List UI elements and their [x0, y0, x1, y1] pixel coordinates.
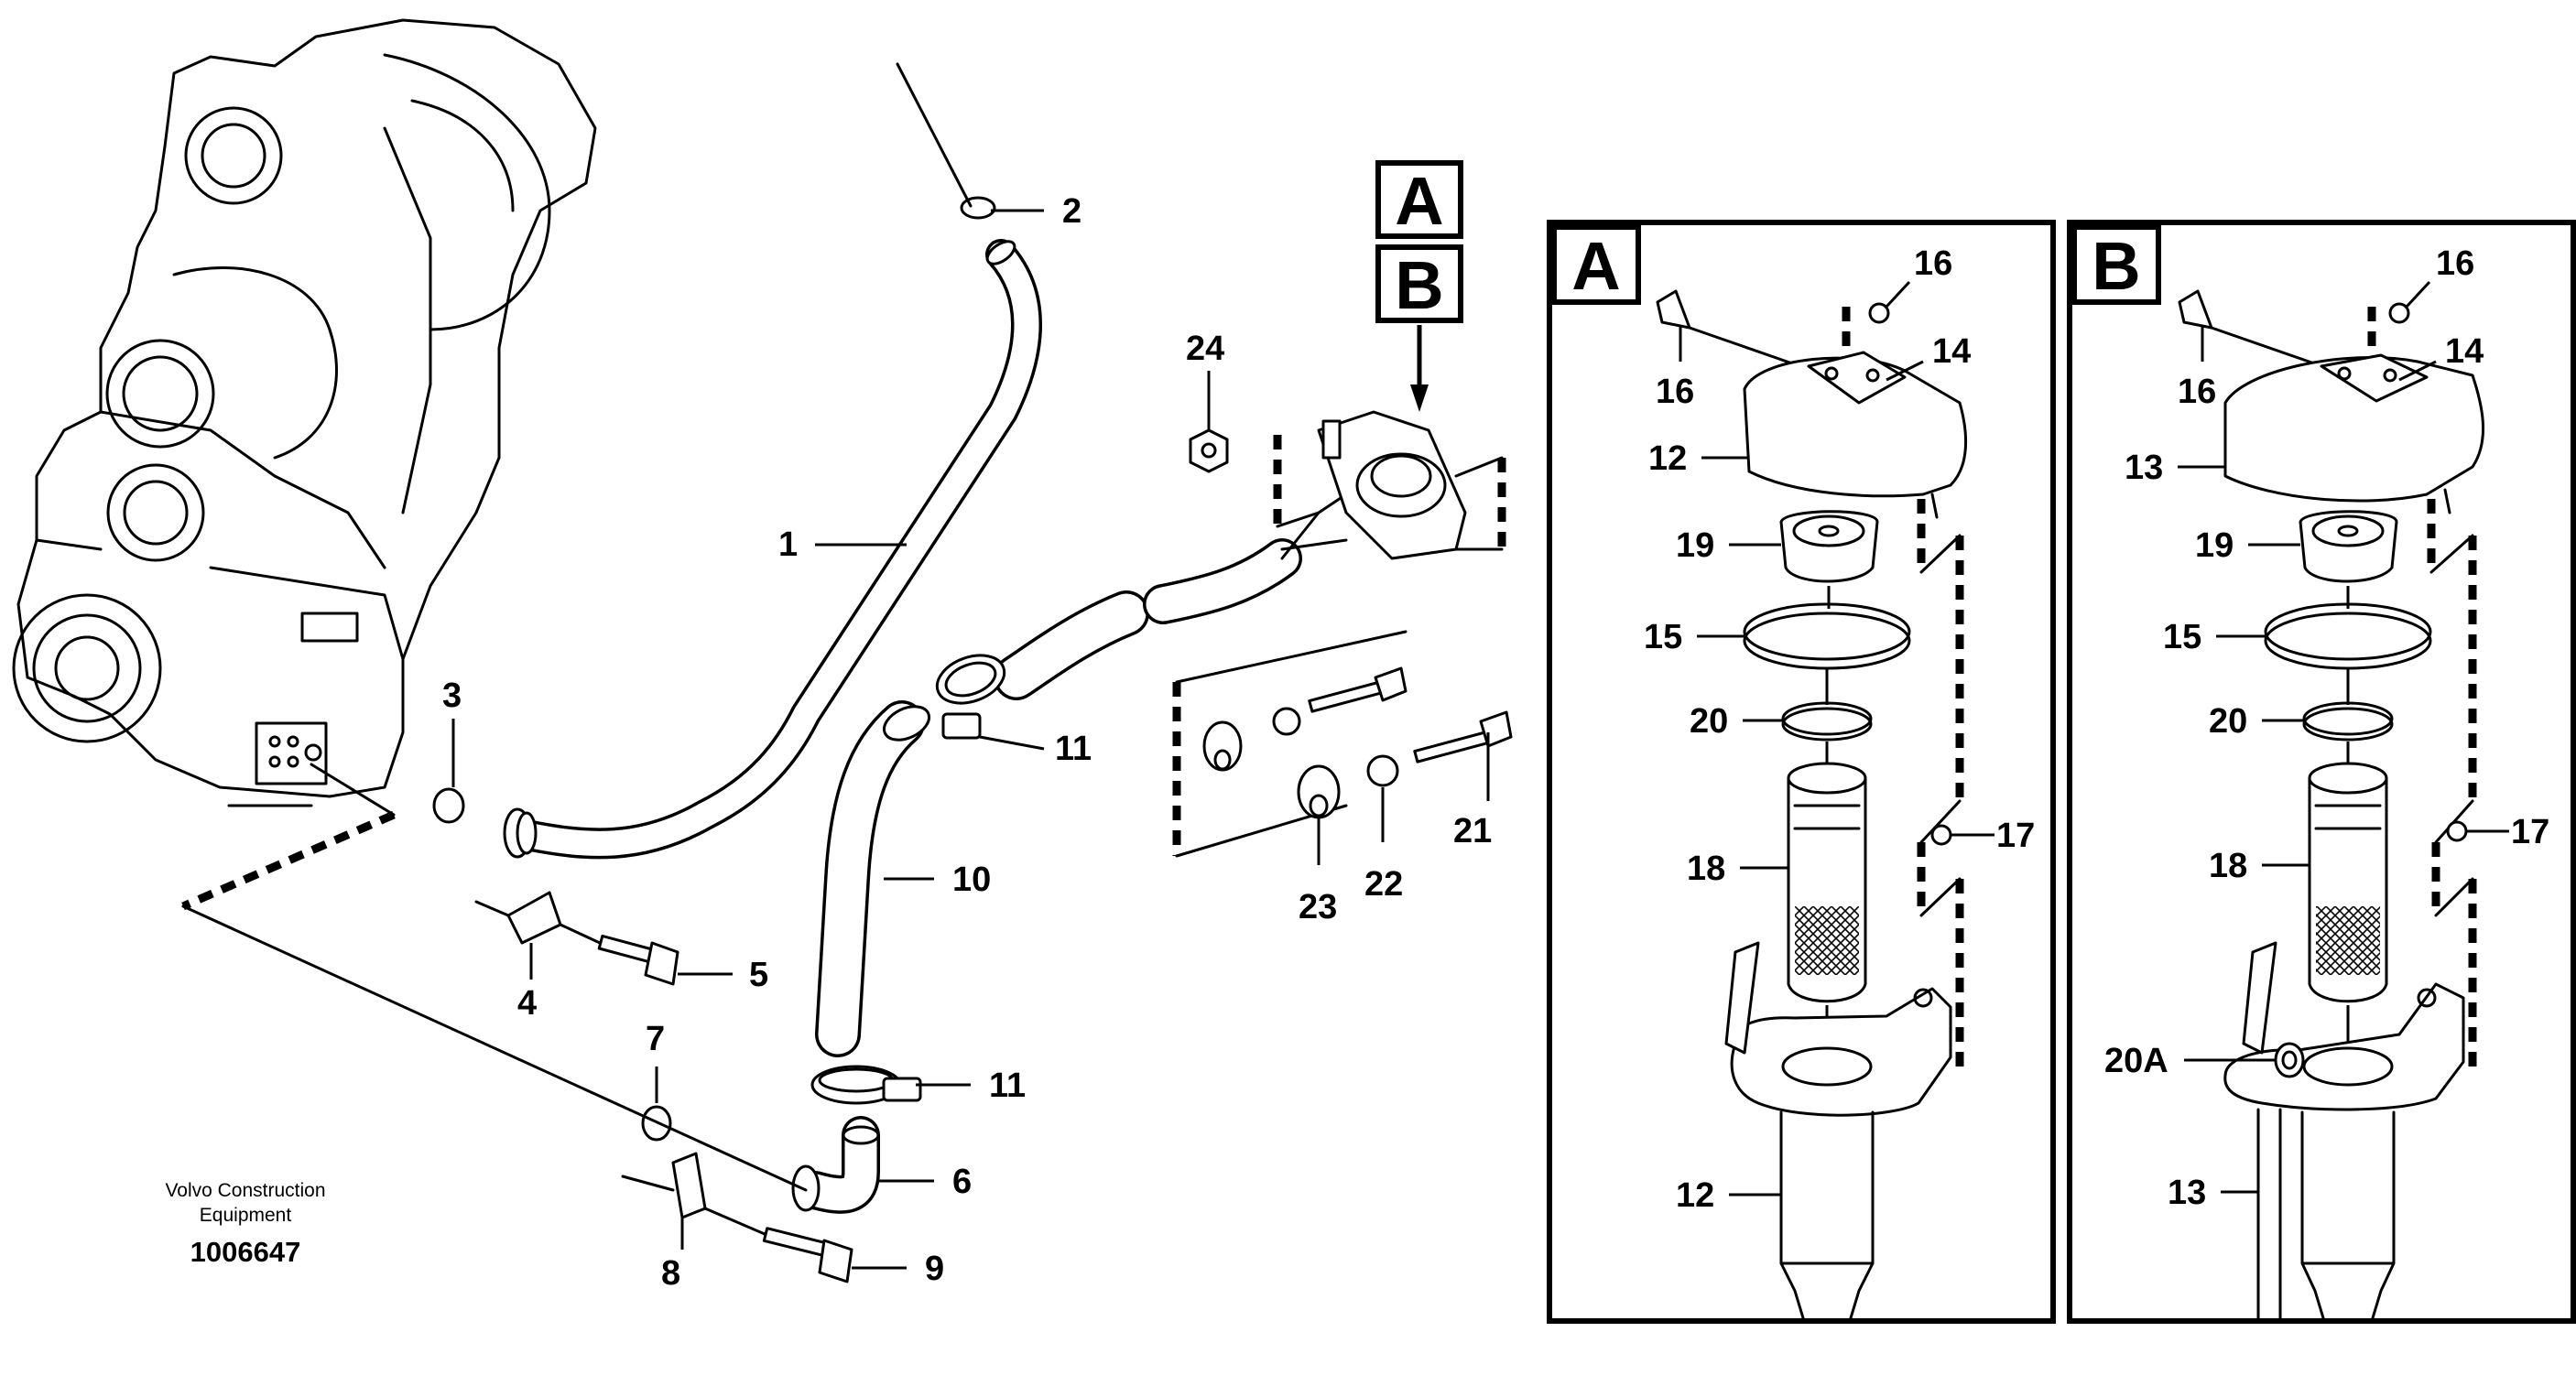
callout-3: 3 [442, 677, 462, 715]
main-callouts: 2 1 3 11 10 4 5 7 11 6 8 9 24 21 22 23 [442, 192, 1492, 1293]
transmission-housing [12, 18, 597, 807]
detail-a-callout-12-bottom: 12 [1676, 1176, 1714, 1215]
hose-clamp-upper [935, 654, 1006, 740]
credit-line-1: Volvo Construction [165, 1180, 325, 1201]
callout-4: 4 [517, 984, 537, 1023]
detail-a-callout-12-top: 12 [1648, 439, 1687, 478]
callout-9: 9 [925, 1250, 944, 1288]
callout-21: 21 [1453, 812, 1492, 850]
detail-a-callout-16-left: 16 [1656, 373, 1694, 411]
pipe-1 [503, 239, 1042, 860]
callout-11-upper: 11 [1055, 730, 1092, 768]
detail-panel-b: B [2067, 220, 2576, 1324]
callout-1: 1 [778, 525, 798, 564]
detail-a-callout-19: 19 [1676, 526, 1714, 565]
flag-ab: A B [1375, 160, 1463, 412]
flag-a-label: A [1395, 163, 1443, 239]
hose-10 [815, 700, 931, 1057]
detail-b-callout-13-bottom: 13 [2168, 1174, 2206, 1212]
clip-4 [474, 891, 562, 945]
detail-b-letter: B [2092, 228, 2140, 304]
detail-b-callout-16-left: 16 [2178, 373, 2216, 411]
callout-6: 6 [952, 1163, 972, 1201]
detail-a-callouts: 16 16 14 12 19 15 20 17 18 12 [1644, 244, 2035, 1215]
callout-5: 5 [749, 956, 768, 994]
callout-22: 22 [1364, 865, 1403, 904]
detail-a-callout-14: 14 [1932, 332, 1971, 371]
hose-clamp-lower [810, 1065, 922, 1105]
callout-2: 2 [1062, 192, 1081, 231]
callout-7: 7 [646, 1020, 665, 1058]
detail-b-callout-20: 20 [2209, 702, 2247, 741]
bolt-5 [559, 923, 679, 986]
detail-a-callout-17: 17 [1996, 817, 2035, 855]
callout-11-lower: 11 [989, 1067, 1026, 1105]
detail-a-callout-16-top: 16 [1914, 244, 1952, 283]
detail-b-callout-14: 14 [2445, 332, 2484, 371]
detail-a-callout-20: 20 [1690, 702, 1728, 741]
detail-b-callouts: 16 16 14 13 19 15 20 17 18 20A 13 [2104, 244, 2549, 1212]
mounting-hardware [1172, 630, 1513, 858]
callout-10: 10 [952, 861, 991, 899]
drawing-number: 1006647 [190, 1236, 301, 1268]
detail-b-callout-17: 17 [2511, 813, 2549, 851]
o-ring-3 [432, 787, 465, 824]
detail-b-callout-16-top: 16 [2436, 244, 2474, 283]
detail-panel-a: A [1547, 220, 2056, 1324]
elbow-6 [791, 1116, 880, 1214]
detail-a-letter: A [1571, 228, 1620, 304]
hose-upper [994, 493, 1348, 700]
detail-b-callout-20a: 20A [2104, 1042, 2168, 1080]
detail-a-callout-15: 15 [1644, 618, 1682, 656]
detail-b-callout-19: 19 [2195, 526, 2234, 565]
detail-b-callout-18: 18 [2209, 847, 2247, 885]
detail-a-callout-18: 18 [1687, 850, 1725, 888]
nut-24 [1189, 428, 1229, 473]
bolt-9 [703, 1207, 853, 1283]
breather-line [896, 62, 996, 220]
guide-dash-left [181, 810, 396, 911]
detail-b-callout-13-top: 13 [2125, 449, 2163, 487]
detail-b-callout-15: 15 [2163, 618, 2201, 656]
credit-line-2: Equipment [200, 1205, 292, 1226]
bracket-assembly [1273, 410, 1506, 560]
clip-8 [621, 1152, 707, 1219]
callout-24: 24 [1186, 330, 1224, 368]
callout-23: 23 [1299, 888, 1337, 926]
flag-b-label: B [1395, 247, 1443, 323]
callout-8: 8 [661, 1254, 680, 1293]
o-ring-7 [641, 1105, 672, 1142]
